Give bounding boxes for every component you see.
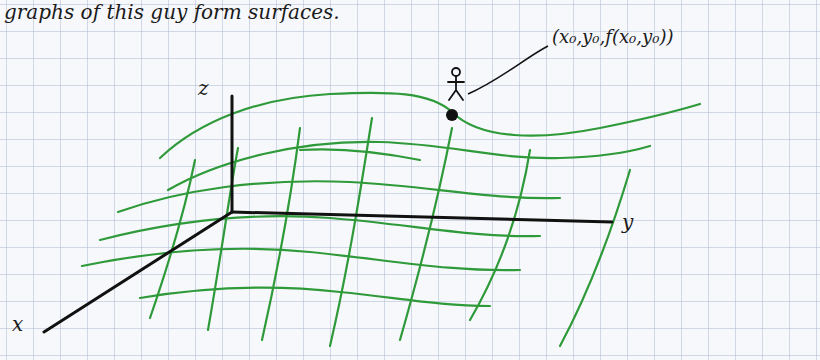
point-label: (x₀,y₀,f(x₀,y₀)) xyxy=(552,26,673,47)
coordinate-axes xyxy=(44,96,612,332)
axis-label: x xyxy=(12,312,23,336)
surface-mesh xyxy=(82,93,700,346)
axis-label: y xyxy=(622,210,633,234)
surface-point xyxy=(446,109,458,121)
stick-figure xyxy=(448,68,464,100)
heading-note: graphs of this guy form surfaces. xyxy=(4,0,340,24)
leader-line xyxy=(468,46,548,94)
axis-label: z xyxy=(198,76,209,100)
